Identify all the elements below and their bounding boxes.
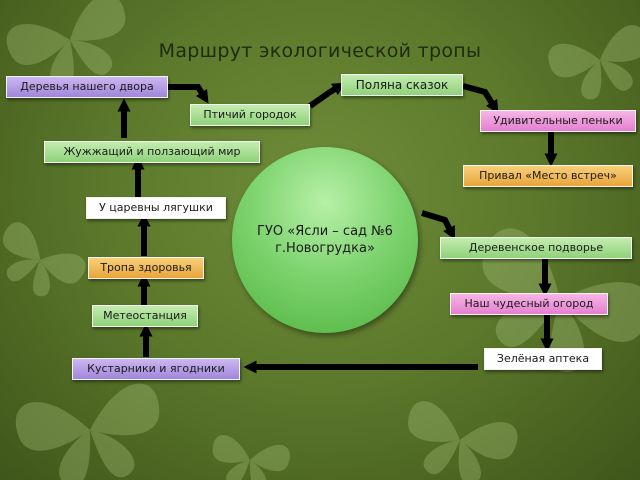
- page-title: Маршрут экологической тропы: [158, 40, 482, 62]
- node-podvorye: Деревенское подворье: [440, 237, 632, 259]
- node-privaly: Привал «Место встреч»: [463, 165, 633, 187]
- center-circle: ГУО «Ясли – сад №6 г.Новогрудка»: [232, 147, 418, 333]
- arrow-ptichiy-polyana: [308, 82, 346, 109]
- node-zhuzh: Жужжащий и ползающий мир: [44, 141, 260, 163]
- node-tropa: Тропа здоровья: [88, 257, 204, 279]
- arrow-derevya-ptichiy: [168, 84, 209, 104]
- center-line-1: ГУО «Ясли – сад №6: [257, 224, 393, 239]
- node-derevya: Деревья нашего двора: [6, 76, 168, 98]
- arrow-polyana-penki: [462, 83, 499, 114]
- node-apteka: Зелёная аптека: [484, 348, 602, 370]
- arrow-center-podvorye: [421, 210, 455, 240]
- node-ogorod: Наш чудесный огород: [450, 293, 608, 315]
- node-ptichiy: Птичий городок: [190, 104, 310, 126]
- node-meteo: Метеостанция: [92, 305, 198, 327]
- node-polyana: Поляна сказок: [341, 74, 463, 96]
- node-lyagushki: У царевны лягушки: [86, 197, 226, 219]
- center-line-2: г.Новогрудка»: [275, 241, 375, 256]
- node-kustarniki: Кустарники и ягодники: [72, 358, 240, 380]
- node-penki: Удивительные пеньки: [480, 110, 636, 132]
